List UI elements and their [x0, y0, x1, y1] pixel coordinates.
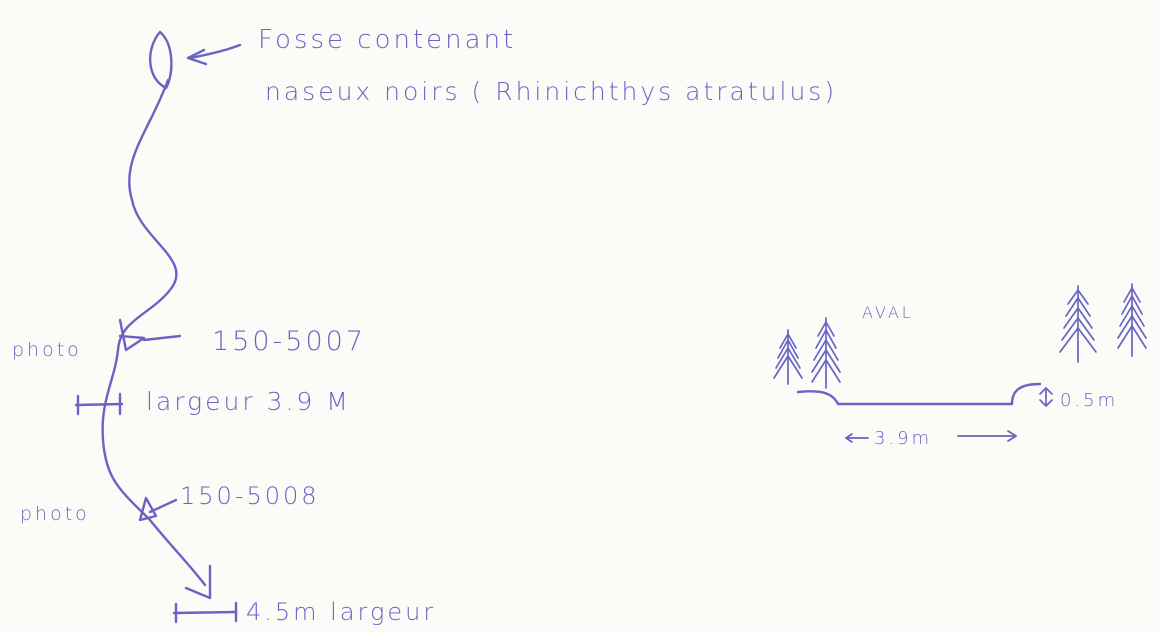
photo-direction-icon: [138, 496, 178, 522]
photo-label-2: photo: [20, 503, 90, 525]
width-marker-2: [172, 601, 238, 624]
arrow-down-icon: [184, 564, 212, 600]
width-label-2: 4.5m largeur: [246, 598, 436, 626]
conifer-tree-icon: [773, 329, 803, 385]
stream-course: [101, 78, 207, 587]
photo-number-1: 150-5007: [212, 326, 366, 357]
width-marker-1: [74, 392, 124, 416]
photo-direction-icon: [118, 318, 182, 352]
cross-width-label: 3.9m: [874, 428, 932, 449]
photo-label-1: photo: [12, 339, 82, 361]
fish-pool-icon: [148, 30, 173, 90]
title-line-2: naseux noirs ( Rhinichthys atratulus): [265, 77, 837, 106]
conifer-tree-icon: [1059, 285, 1097, 363]
width-label-1: largeur 3.9 M: [146, 387, 351, 416]
conifer-tree-icon: [811, 317, 841, 389]
bank-height-label: 0.5m: [1060, 390, 1118, 411]
channel-cross-section: [796, 382, 1042, 406]
pointer-arrow: [186, 43, 242, 66]
downstream-label: AVAL: [862, 303, 914, 322]
bank-height-marker: [1039, 387, 1053, 407]
title-line-1: Fosse contenant: [258, 25, 516, 55]
conifer-tree-icon: [1117, 283, 1147, 357]
width-arrow: [845, 430, 1017, 443]
photo-number-2: 150-5008: [180, 482, 320, 510]
